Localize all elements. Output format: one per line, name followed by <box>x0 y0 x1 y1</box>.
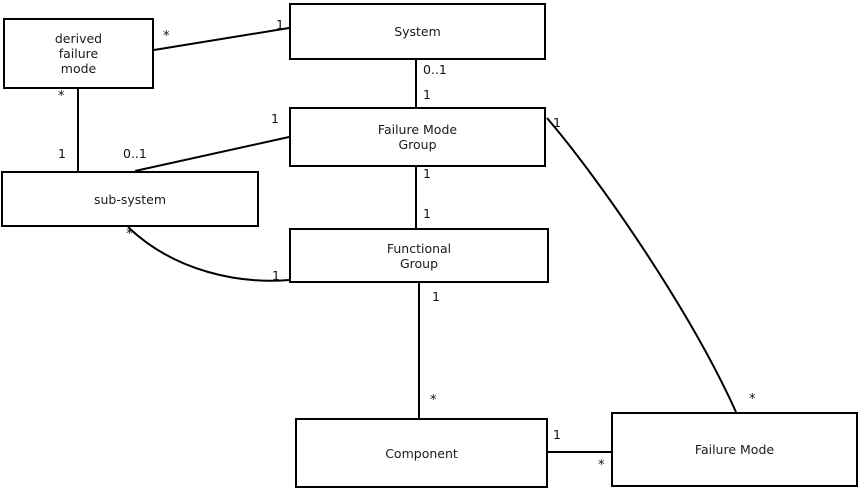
multiplicity-label-m-component-right: 1 <box>553 427 561 442</box>
multiplicity-label-m-fm-top-star: * <box>749 392 756 407</box>
multiplicity-label-m-fg-top: 1 <box>423 206 431 221</box>
multiplicity-label-m-fg-left: 1 <box>272 268 280 283</box>
multiplicity-label-m-system-bottom: 0..1 <box>423 62 447 77</box>
class-box-functional-group[interactable]: Functional Group <box>289 228 549 283</box>
association-failure-mode-group-to-failure-mode <box>546 117 737 413</box>
multiplicity-label-m-subsys-top: 1 <box>58 146 66 161</box>
association-path-group <box>77 27 737 453</box>
class-name-system: System <box>394 24 441 39</box>
class-name-failure-mode: Failure Mode <box>694 442 775 457</box>
association-sub-system-to-failure-mode-group <box>134 136 290 172</box>
class-name-sub-system: sub-system <box>93 191 167 207</box>
multiplicity-label-m-fg-bottom: 1 <box>432 289 440 304</box>
association-derived-failure-mode-to-system <box>153 27 290 51</box>
class-box-failure-mode[interactable]: Failure Mode <box>611 412 858 487</box>
multiplicity-label-m-fm-left-star: * <box>598 458 605 473</box>
multiplicity-label-m-fmg-left: 1 <box>271 111 279 126</box>
multiplicity-label-m-fmg-bottom: 1 <box>423 166 431 181</box>
class-name-failure-mode-group: Failure Mode Group <box>377 122 458 152</box>
multiplicity-label-m-subsys-star: * <box>126 227 133 242</box>
multiplicity-label-m-dfm-star-right: * <box>163 29 170 44</box>
class-box-system[interactable]: System <box>289 3 546 60</box>
class-box-sub-system[interactable]: sub-system <box>1 171 259 227</box>
class-box-failure-mode-group[interactable]: Failure Mode Group <box>289 107 546 167</box>
multiplicity-label-m-subsys-001: 0..1 <box>123 146 147 161</box>
multiplicity-label-m-fmg-top: 1 <box>423 87 431 102</box>
multiplicity-label-m-system-left: 1 <box>276 17 284 32</box>
class-name-component: Component <box>385 445 458 461</box>
class-box-component[interactable]: Component <box>295 418 548 488</box>
multiplicity-label-m-dfm-star-bottom: * <box>58 89 65 104</box>
multiplicity-label-m-fmg-right: 1 <box>553 115 561 130</box>
association-sub-system-to-functional-group <box>127 226 290 282</box>
class-name-functional-group: Functional Group <box>386 240 452 271</box>
class-name-derived-failure-mode: derived failure mode <box>54 31 103 76</box>
multiplicity-label-m-component-top: * <box>430 393 437 408</box>
class-box-derived-failure-mode[interactable]: derived failure mode <box>3 18 154 89</box>
